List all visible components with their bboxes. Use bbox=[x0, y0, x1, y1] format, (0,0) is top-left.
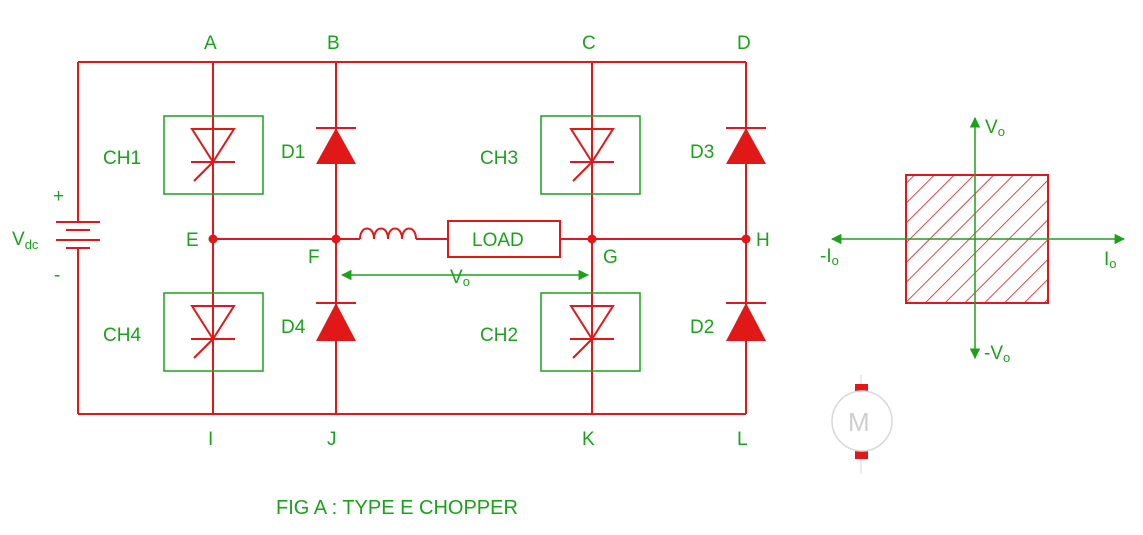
label-vo-neg: -Vo bbox=[984, 343, 1010, 365]
node-label-b: B bbox=[327, 33, 340, 54]
label-io-neg: -Io bbox=[820, 246, 839, 268]
label-vo-pos: Vo bbox=[985, 117, 1005, 139]
diode-d1 bbox=[316, 127, 356, 164]
label-ch2: CH2 bbox=[480, 325, 518, 346]
diode-d3 bbox=[726, 127, 766, 164]
thyristor-ch1 bbox=[163, 115, 264, 195]
junction-dots bbox=[208, 234, 751, 244]
label-vo: Vo bbox=[450, 267, 470, 289]
label-ch1: CH1 bbox=[103, 148, 141, 169]
node-label-l: L bbox=[737, 429, 748, 450]
label-d1: D1 bbox=[281, 142, 305, 163]
quadrant-diagram: Vo -Vo Io -Io bbox=[820, 116, 1126, 365]
node-label-e: E bbox=[186, 230, 199, 251]
label-d3: D3 bbox=[690, 142, 714, 163]
dc-source-battery bbox=[56, 221, 100, 256]
circuit-wiring bbox=[77, 61, 747, 415]
node-label-a: A bbox=[204, 33, 217, 54]
node-label-h: H bbox=[756, 230, 770, 251]
label-d2: D2 bbox=[690, 317, 714, 338]
label-io-pos: Io bbox=[1104, 249, 1117, 271]
node-label-d: D bbox=[737, 33, 751, 54]
node-label-g: G bbox=[603, 247, 618, 268]
thyristor-ch2 bbox=[540, 292, 641, 372]
label-ch3: CH3 bbox=[480, 148, 518, 169]
thyristor-ch4 bbox=[163, 292, 264, 372]
node-label-c: C bbox=[582, 33, 596, 54]
label-vdc: Vdc bbox=[12, 229, 39, 252]
node-label-f: F bbox=[308, 247, 320, 268]
battery-plus: + bbox=[53, 186, 64, 207]
label-ch4: CH4 bbox=[103, 325, 141, 346]
node-label-j: J bbox=[327, 429, 337, 450]
node-label-k: K bbox=[582, 429, 595, 450]
label-d4: D4 bbox=[281, 317, 306, 338]
diode-d4 bbox=[316, 302, 356, 341]
diode-d2 bbox=[726, 302, 766, 341]
battery-minus: - bbox=[54, 265, 60, 286]
node-label-i: I bbox=[208, 429, 213, 450]
figure-caption: FIG A : TYPE E CHOPPER bbox=[276, 497, 518, 519]
label-load: LOAD bbox=[472, 230, 524, 251]
motor-symbol: M bbox=[848, 407, 870, 437]
motor-icon: M bbox=[831, 375, 893, 474]
thyristor-ch3 bbox=[540, 115, 641, 195]
